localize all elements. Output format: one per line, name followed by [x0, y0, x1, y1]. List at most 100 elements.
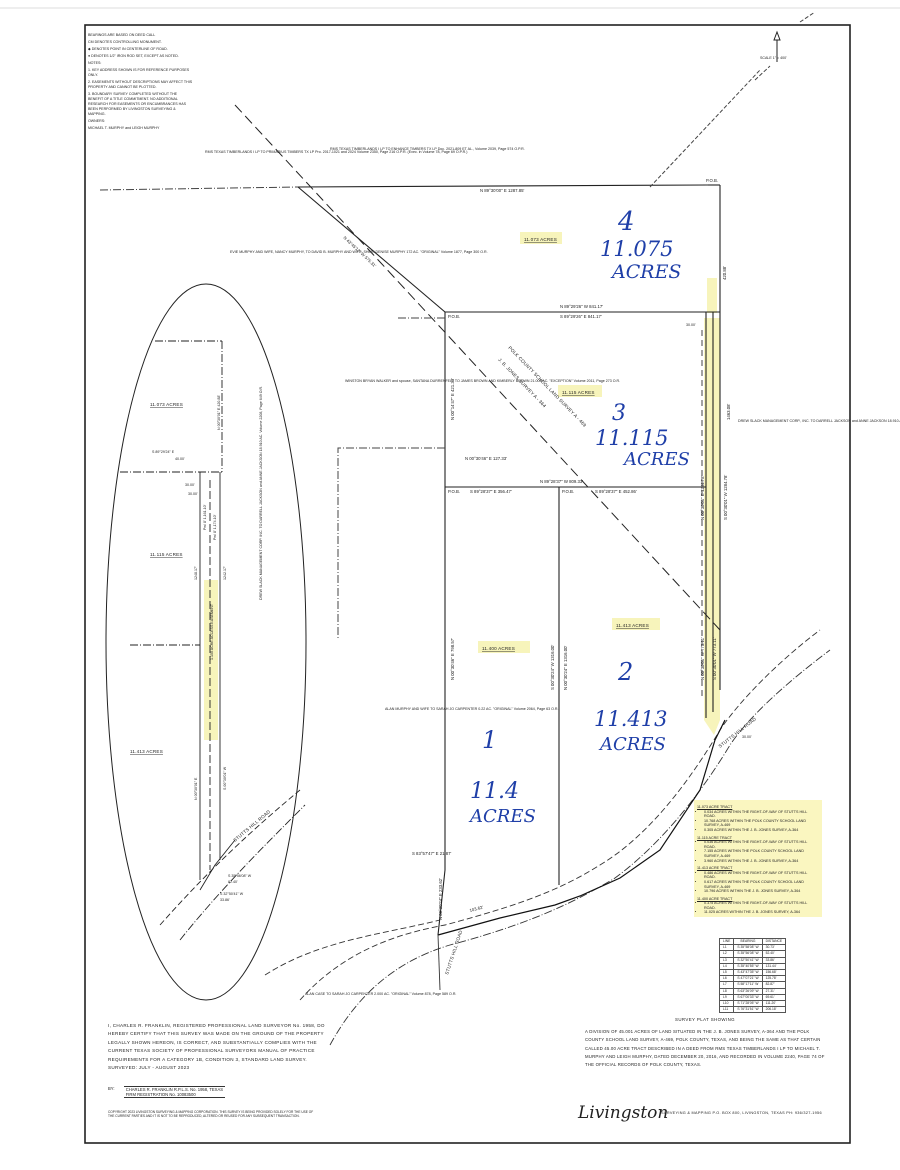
tract-note-item: 10.768 ACRES WITHIN THE POLK COUNTY SCHO…: [704, 819, 819, 828]
printed-acres-t3: 11.115 ACRES: [562, 390, 595, 395]
tract-note-item: 0.305 ACRES WITHIN THE J. B. JONES SURVE…: [704, 828, 819, 833]
tract-note-heading: 11.400 ACRE TRACT: [697, 896, 733, 901]
legend-symbol: ◆: [88, 47, 91, 51]
tract-note-heading: 11.115 ACRE TRACT: [697, 835, 733, 840]
call-east-outer: 1463.08': [726, 403, 731, 420]
svg-text:1: 1: [482, 726, 497, 754]
owners: MICHAEL T. MURPHY and LEIGH MURPHY: [88, 126, 160, 130]
inset-rod2: Pw/ 8' 1,174.10': [213, 514, 217, 540]
highlight-t3: [558, 385, 602, 397]
call-sw: S 83°57'47" E 21.87': [412, 851, 451, 856]
surveyor-certification: I, CHARLES R. FRANKLIN, REGISTERED PROFE…: [108, 1022, 328, 1072]
cell: S 58°17'11" W: [733, 981, 763, 989]
call-t2-north: S 89°28'37" E 452.86': [595, 489, 637, 494]
north-boundary: [297, 184, 709, 188]
svg-text:2: 2: [617, 658, 633, 686]
call-t1-east: S 00°30'24" W 1316.00': [550, 645, 555, 690]
inset-top-call: S 89°29'24" E: [152, 450, 175, 454]
adjoiner-left-mid: EVIE MURPHY AND WIFE, NANCY MURPHY, TO D…: [230, 250, 488, 254]
legend-text: DENOTES 1/2" IRON ROD SET, EXCEPT AS NOT…: [91, 54, 179, 58]
width-30: 30.00': [686, 323, 696, 327]
cell: 206.18': [761, 1006, 787, 1014]
tract-breakdown-notes: 11.073 ACRE TRACT 0.034 ACRES WITHIN THE…: [694, 800, 822, 918]
call-t1-north: S 89°28'37" E 356.47': [470, 489, 512, 494]
pob-label-1: P.O.B.: [448, 489, 460, 494]
svg-text:11.075: 11.075: [600, 237, 673, 261]
tract-note-item: 0.036 ACRES WITHIN THE RIGHT-OF-WAY OF S…: [704, 840, 819, 849]
call-west-t3: N 00°14'47" E 421.33': [450, 378, 455, 420]
by-label: BY:: [108, 1086, 115, 1091]
inset-w30a: 30.00': [185, 483, 195, 487]
cell: S 63°26'09" W: [733, 987, 763, 995]
legend-symbol: CM: [88, 40, 94, 44]
certification-text: I, CHARLES R. FRANKLIN, REGISTERED PROFE…: [108, 1023, 325, 1062]
inset-top-dist: 40.00': [175, 457, 185, 461]
sheet-border: [84, 24, 851, 1144]
road-label: STUTTS HILL ROAD: [718, 716, 758, 749]
call-east-4: S 00°30'01" W 773.11': [712, 637, 717, 680]
road-label-2: STUTTS HILL ROAD: [444, 929, 463, 975]
north-arrow: SCALE 1" = 400': [754, 11, 816, 81]
svg-text:ACRES: ACRES: [610, 261, 681, 283]
call-road-frontage: 103.62': [469, 904, 484, 912]
highlight-t2: [612, 618, 660, 630]
pob-label-3: P.O.B.: [448, 314, 460, 319]
highlight-inset-easement: [204, 580, 218, 740]
inset-dist-b: 33.86': [220, 898, 230, 902]
inset-acres-t3: 11.115 ACRES: [150, 552, 183, 557]
inset-call-a: S 35°56'08" W: [228, 874, 252, 878]
adjoiner-top: RMS TEXAS TIMBERLANDS I LP TO ENHANCE TI…: [330, 147, 525, 151]
adjoiner-right: DREW SLACK MANAGEMENT CORP., INC. TO DAR…: [738, 419, 900, 423]
cell: S 35°40'55" W: [733, 962, 763, 970]
inset-dist-a: 82.40': [228, 880, 238, 884]
cell: S 76°31'51" W: [733, 1006, 763, 1014]
inset-detail: [120, 340, 306, 941]
call-east-2: S 00°30'01" W 1284.78': [723, 475, 728, 520]
inset-acres-t4: 11.073 ACRES: [150, 402, 183, 407]
svg-text:4: 4: [617, 207, 635, 237]
call-east-1: N 00°30'01" E 1284.78': [700, 476, 705, 520]
tract-note-item: 3.960 ACRES WITHIN THE J. B. JONES SURVE…: [704, 859, 819, 864]
surveyed-date: SURVEYED: JULY - AUGUST 2023: [108, 1065, 190, 1071]
firm-registration: FIRM REGISTRATION No. 10083500: [125, 1092, 196, 1097]
adjoiner-bottom: ALAN CASE TO SARAH JO CARPENTER 2.000 AC…: [305, 992, 456, 996]
general-notes: BEARINGS ARE BASED ON DEED CALL CM DENOT…: [88, 33, 193, 133]
survey-line: [234, 104, 721, 631]
tract-note-item: 0.375 ACRES WITHIN THE RIGHT-OF-WAY OF S…: [704, 901, 819, 910]
call-north-line: N 89°30'00" E 1287.85': [480, 188, 524, 193]
stutts-hill-road: [264, 629, 831, 1046]
call-east-3: N 00°30'01" W 773.11': [700, 637, 705, 680]
printed-acres-t2: 11.413 ACRES: [616, 623, 649, 628]
tract-note-item: 0.486 ACRES WITHIN THE RIGHT-OF-WAY OF S…: [704, 871, 819, 880]
svg-text:ACRES: ACRES: [622, 449, 690, 470]
call-t2-west: N 00°30'24" E 1316.00': [563, 646, 568, 690]
signer-name: CHARLES R. FRANKLIN R.P.L.S. No. 1958, T…: [125, 1087, 224, 1092]
highlight-access-easement: [704, 318, 720, 735]
call-t4-south-2: S 89°29'26" E 841.17': [560, 314, 602, 319]
note-item: 1. KEY ADDRESS SHOWN IS FOR REFERENCE PU…: [88, 68, 190, 77]
tract-note-item: 10.796 ACRES WITHIN THE J. B. JONES SURV…: [704, 889, 819, 894]
inset-w30b: 30.00': [188, 492, 198, 496]
cell: S 67°00'33" W: [733, 993, 763, 1001]
adjoiner-bottom-left: ALAN MURPHY AND WIFE TO SARAH JO CARPENT…: [385, 707, 559, 711]
inset-east-call2: S 00°30'01" W: [223, 766, 227, 790]
tract-note-item: 0.617 ACRES WITHIN THE POLK COUNTY SCHOO…: [704, 880, 819, 889]
cell: S 47°07'21" W: [733, 975, 763, 983]
legend-text: DENOTES POINT IN CENTERLINE OF ROAD.: [91, 47, 168, 51]
inset-east-call: N 00°30'01" E 420.88': [217, 395, 221, 430]
svg-text:ACRES: ACRES: [598, 734, 666, 755]
call-jog: N 00°30'46" E 127.33': [465, 456, 507, 461]
inset-adjoiner: DREW SLACK MANAGEMENT CORP. INC. TO DARR…: [259, 386, 263, 600]
svg-text:11.4: 11.4: [470, 779, 519, 804]
plat-description: A DIVISION OF 45.001 ACRES OF LAND SITUA…: [585, 1029, 825, 1068]
inset-road-label: STUTTS HILL ROAD: [232, 809, 271, 843]
call-t3-south: N 89°28'37" W 809.33': [540, 479, 583, 484]
tract-note-item: 7.155 ACRES WITHIN THE POLK COUNTY SCHOO…: [704, 849, 819, 858]
inset-acres-t2: 11.413 ACRES: [130, 749, 163, 754]
printed-acres-t1: 11.400 ACRES: [482, 646, 515, 651]
cell: S 35°56'08" W: [733, 950, 763, 958]
svg-text:11.115: 11.115: [595, 426, 668, 450]
svg-text:3: 3: [612, 401, 626, 426]
printed-acres-t4: 11.073 ACRES: [524, 237, 557, 242]
